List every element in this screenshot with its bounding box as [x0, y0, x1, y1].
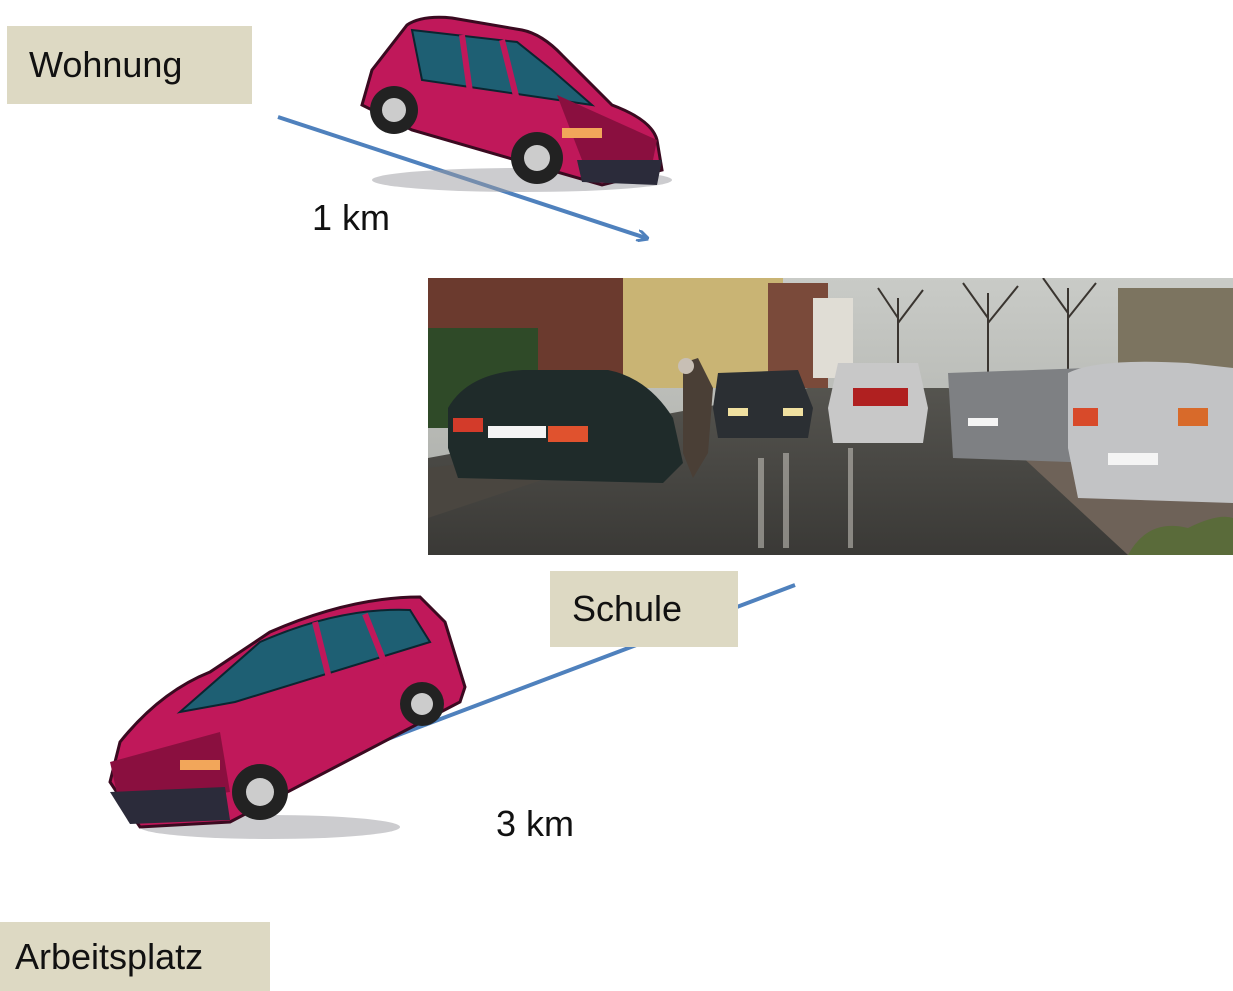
label-school-text: Schule: [572, 588, 683, 629]
distance-school-to-work: 3 km: [496, 803, 575, 844]
label-home-text: Wohnung: [29, 44, 183, 85]
label-home: Wohnung: [7, 26, 252, 104]
distance-home-to-school: 1 km: [312, 197, 391, 238]
label-work-text: Arbeitsplatz: [15, 935, 204, 977]
label-school: Schule: [550, 571, 738, 647]
street-photo: [428, 278, 1233, 555]
label-work: Arbeitsplatz: [0, 922, 270, 991]
